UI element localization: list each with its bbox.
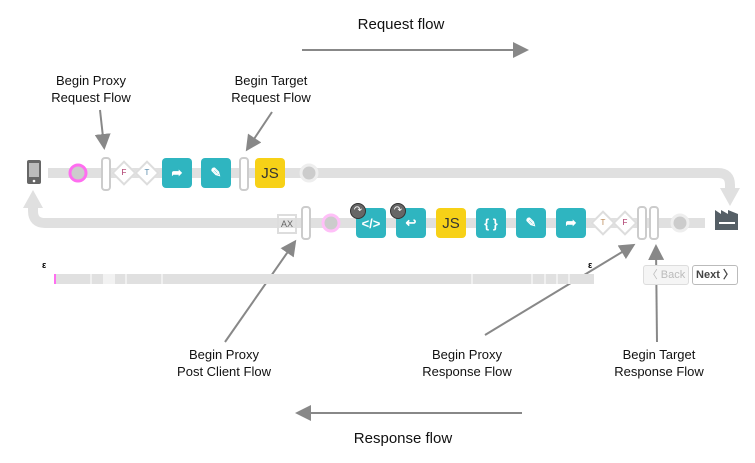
client-circle [321,213,341,233]
pencil-icon[interactable]: ✎ [516,208,546,238]
target-circle [299,163,319,183]
skip-badge-icon: ↷ [390,203,406,219]
target-response-circle [670,213,690,233]
skip-badge-icon: ↷ [350,203,366,219]
javascript-policy[interactable]: JS [436,208,466,238]
route-curve-icon[interactable]: ↩ [396,208,426,238]
route-icon[interactable]: ➦ [162,158,192,188]
pointer-proxy-request [94,109,111,150]
proxy-response-flow-bar[interactable] [637,206,647,240]
analytics-step[interactable]: AX [277,214,297,234]
start-circle [68,163,88,183]
proxy-request-flow-bar[interactable] [101,157,111,191]
javascript-policy[interactable]: JS [255,158,285,188]
request-track [48,168,735,190]
timeline-bar [54,274,594,284]
timeline-start-label: ε [42,260,47,270]
phone-icon [27,160,41,184]
response-flow-label: Response flow [353,430,453,447]
pointer-proxy-post-client [224,239,297,343]
target-request-flow-bar[interactable] [239,157,249,191]
request-flow-label: Request flow [357,16,445,33]
proxy-post-client-flow-bar[interactable] [301,206,311,240]
pointer-target-response [648,244,665,343]
factory-icon [715,210,738,230]
timeline-end-label: ε [588,260,593,270]
pointer-target-request [245,111,273,152]
timeline-start-marker [54,274,56,284]
request-track-arrow [720,188,740,206]
response-track [28,206,705,228]
route-icon[interactable]: ➦ [556,208,586,238]
pointer-proxy-response [484,243,636,336]
json-braces-icon[interactable]: { } [476,208,506,238]
pencil-icon[interactable]: ✎ [201,158,231,188]
next-button[interactable]: Next 〉 [692,265,738,285]
target-response-flow-bar[interactable] [649,206,659,240]
response-track-arrow [23,190,43,208]
timeline-hatched-segment [103,274,115,284]
back-button[interactable]: 〈 Back [643,265,689,285]
